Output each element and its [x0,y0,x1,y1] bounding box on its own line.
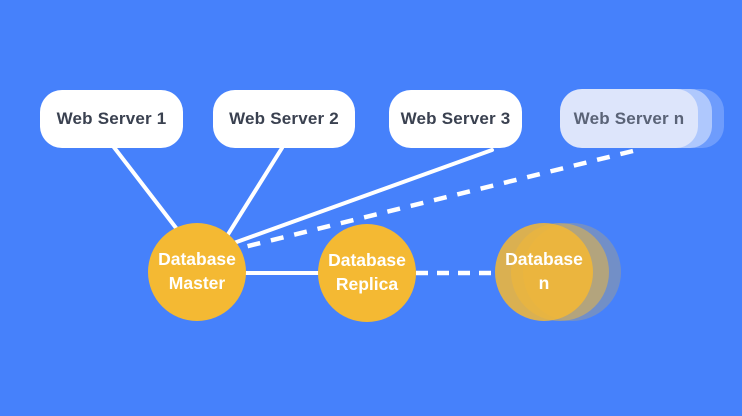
database-n-label-line2: n [538,273,550,293]
edge-webserver3-master [218,148,494,250]
node-web-server-3: Web Server 3 [389,90,522,148]
node-database-master: Database Master [148,223,246,321]
web-server-1-label: Web Server 1 [56,109,167,128]
web-server-3-label: Web Server 3 [400,109,511,128]
node-web-server-1: Web Server 1 [40,90,183,148]
database-replica-label-line2: Replica [335,274,399,294]
database-replica-label-line1: Database [328,250,406,271]
node-web-server-n: Web Server n [560,89,698,148]
node-database-replica: Database Replica [318,224,416,322]
database-n-label-line1: Database [505,249,583,270]
node-web-server-2: Web Server 2 [213,90,355,148]
node-database-n: Database n [495,223,593,321]
database-master-label-line1: Database [158,249,236,270]
web-server-n-label: Web Server n [573,108,685,128]
web-server-2-label: Web Server 2 [229,109,339,128]
database-master-label-line2: Master [168,273,226,293]
